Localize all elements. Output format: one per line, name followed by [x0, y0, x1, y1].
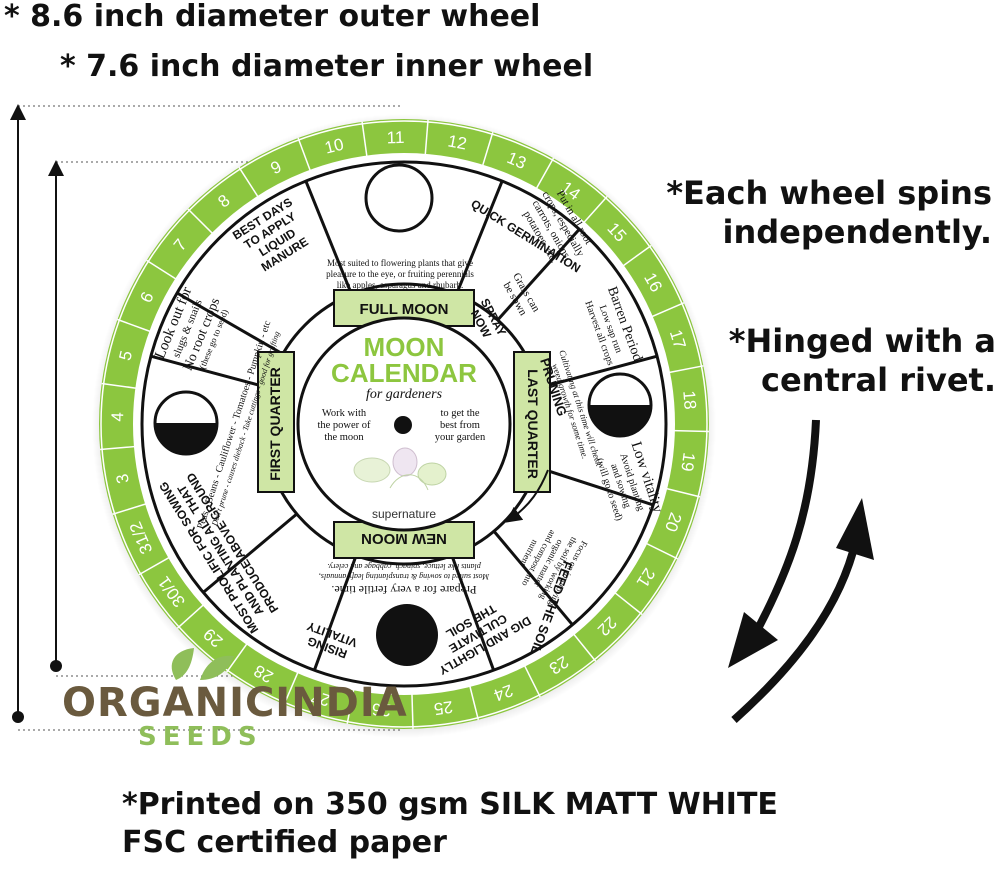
- day-divider: [614, 592, 643, 616]
- day-divider: [535, 157, 555, 190]
- day-label: 12: [446, 131, 468, 153]
- segment-divider: [455, 180, 504, 295]
- first-quarter-moon-icon: [153, 390, 219, 456]
- day-label: 4: [108, 412, 127, 422]
- day-label: 18: [679, 390, 700, 410]
- center-brand: supernature: [372, 507, 436, 521]
- central-rivet: [394, 416, 412, 434]
- day-divider: [297, 137, 311, 172]
- center-right-text-1: to get the: [440, 408, 479, 419]
- segment-divider: [450, 555, 496, 671]
- spin-note: *Each wheel spins independently.: [666, 174, 992, 252]
- day-divider: [100, 445, 136, 451]
- day-label: 26: [371, 699, 391, 719]
- day-label: 25: [433, 697, 454, 718]
- phase-dividers: [150, 180, 658, 671]
- day-divider: [469, 685, 480, 720]
- center-right-text-3: your garden: [435, 432, 486, 443]
- paper-note: *Printed on 350 gsm SILK MATT WHITE FSC …: [122, 786, 778, 861]
- center-title-line-2: CALENDAR: [331, 358, 477, 388]
- center-title-line-1: MOON: [364, 332, 445, 362]
- day-divider: [176, 604, 204, 629]
- day-divider: [226, 643, 248, 673]
- new-moon-icon: [376, 604, 438, 666]
- full-moon-label: FULL MOON: [360, 301, 449, 318]
- rotation-hint-arrow: [505, 469, 549, 523]
- day-divider: [645, 542, 678, 560]
- day-label: 3: [113, 472, 133, 485]
- vegetable-sketch: [353, 447, 447, 491]
- segment-divider: [202, 512, 298, 594]
- center-left-text-2: the power of: [317, 420, 371, 431]
- day-divider: [238, 167, 259, 198]
- outer-diameter-note: * 8.6 inch diameter outer wheel: [4, 0, 541, 34]
- day-divider: [573, 633, 597, 662]
- day-divider: [346, 689, 355, 724]
- day-divider: [361, 121, 368, 157]
- segment-divider: [304, 180, 353, 295]
- rotation-arrows: [728, 419, 874, 723]
- spin-note-line-2: independently.: [722, 213, 992, 252]
- day-divider: [583, 195, 608, 224]
- segment-divider: [496, 228, 581, 321]
- outer-day-dividers: [100, 119, 709, 729]
- day-divider: [101, 382, 137, 389]
- day-divider: [411, 693, 414, 729]
- day-divider: [146, 259, 177, 280]
- organic-india-logo: ORGANICINDIA SEEDS: [62, 648, 407, 752]
- leaf-icon: [171, 648, 234, 680]
- day-divider: [112, 503, 147, 515]
- new-moon-label: NEW MOON: [361, 530, 447, 547]
- center-left-text-3: the moon: [324, 432, 364, 443]
- segment-divider: [176, 291, 284, 356]
- rivet-note-line-1: *Hinged with a: [728, 322, 996, 360]
- day-divider: [138, 556, 170, 576]
- center-right-text-2: best from: [440, 420, 480, 431]
- segment-divider: [538, 354, 658, 390]
- new-moon-text-3: plants like lettuce, spinach, cabbage an…: [327, 562, 482, 571]
- day-divider: [187, 208, 214, 235]
- full-moon-text-1: Most suited to flowering plants that giv…: [327, 258, 473, 268]
- full-moon-text-2: pleasure to the eye, or fruiting perenni…: [326, 269, 474, 279]
- last-quarter-moon-icon: [587, 372, 653, 438]
- segment-divider: [536, 465, 654, 507]
- day-divider: [651, 302, 685, 318]
- full-moon-icon: [364, 163, 434, 233]
- day-divider: [283, 671, 299, 705]
- day-divider: [668, 365, 704, 374]
- segment-divider: [492, 530, 574, 626]
- logo-sub-text: SEEDS: [138, 722, 263, 752]
- day-divider: [424, 119, 429, 155]
- day-label: 11: [386, 128, 404, 148]
- spin-note-line-1: *Each wheel spins: [666, 174, 992, 212]
- inner-diameter-note: * 7.6 inch diameter inner wheel: [60, 49, 594, 84]
- last-quarter-label: LAST QUARTER: [525, 369, 541, 479]
- rivet-note-line-2: central rivet.: [761, 361, 996, 400]
- day-divider: [523, 665, 541, 698]
- day-label: 17: [666, 327, 690, 351]
- paper-note-line-1: *Printed on 350 gsm SILK MATT WHITE: [122, 787, 778, 822]
- day-divider: [481, 132, 494, 166]
- day-label: 19: [677, 451, 698, 472]
- full-moon-text-3: like apples, asparagus and rhubarb.: [337, 280, 463, 290]
- phase-bands: FULL MOON NEW MOON FIRST QUARTER LAST QU…: [257, 289, 551, 559]
- rivet-note: *Hinged with a central rivet.: [729, 322, 996, 400]
- day-label: 5: [115, 349, 136, 363]
- new-moon-text-1: Prepare for a very fertile time.: [331, 583, 476, 597]
- center-subtitle: for gardeners: [366, 387, 443, 402]
- segment-divider: [312, 555, 358, 671]
- day-divider: [622, 244, 652, 267]
- center-left-text-1: Work with: [322, 408, 367, 419]
- logo-main-text: ORGANICINDIA: [62, 680, 408, 726]
- day-divider: [665, 487, 701, 498]
- new-moon-text-2: Most suited to sowing & transplanting le…: [319, 572, 490, 581]
- segment-divider: [150, 354, 270, 390]
- paper-note-line-2: FSC certified paper: [122, 824, 447, 860]
- day-label: 10: [323, 135, 346, 158]
- day-label: 27: [309, 686, 333, 710]
- day-divider: [673, 429, 709, 433]
- first-quarter-label: FIRST QUARTER: [267, 367, 283, 481]
- day-divider: [117, 318, 151, 333]
